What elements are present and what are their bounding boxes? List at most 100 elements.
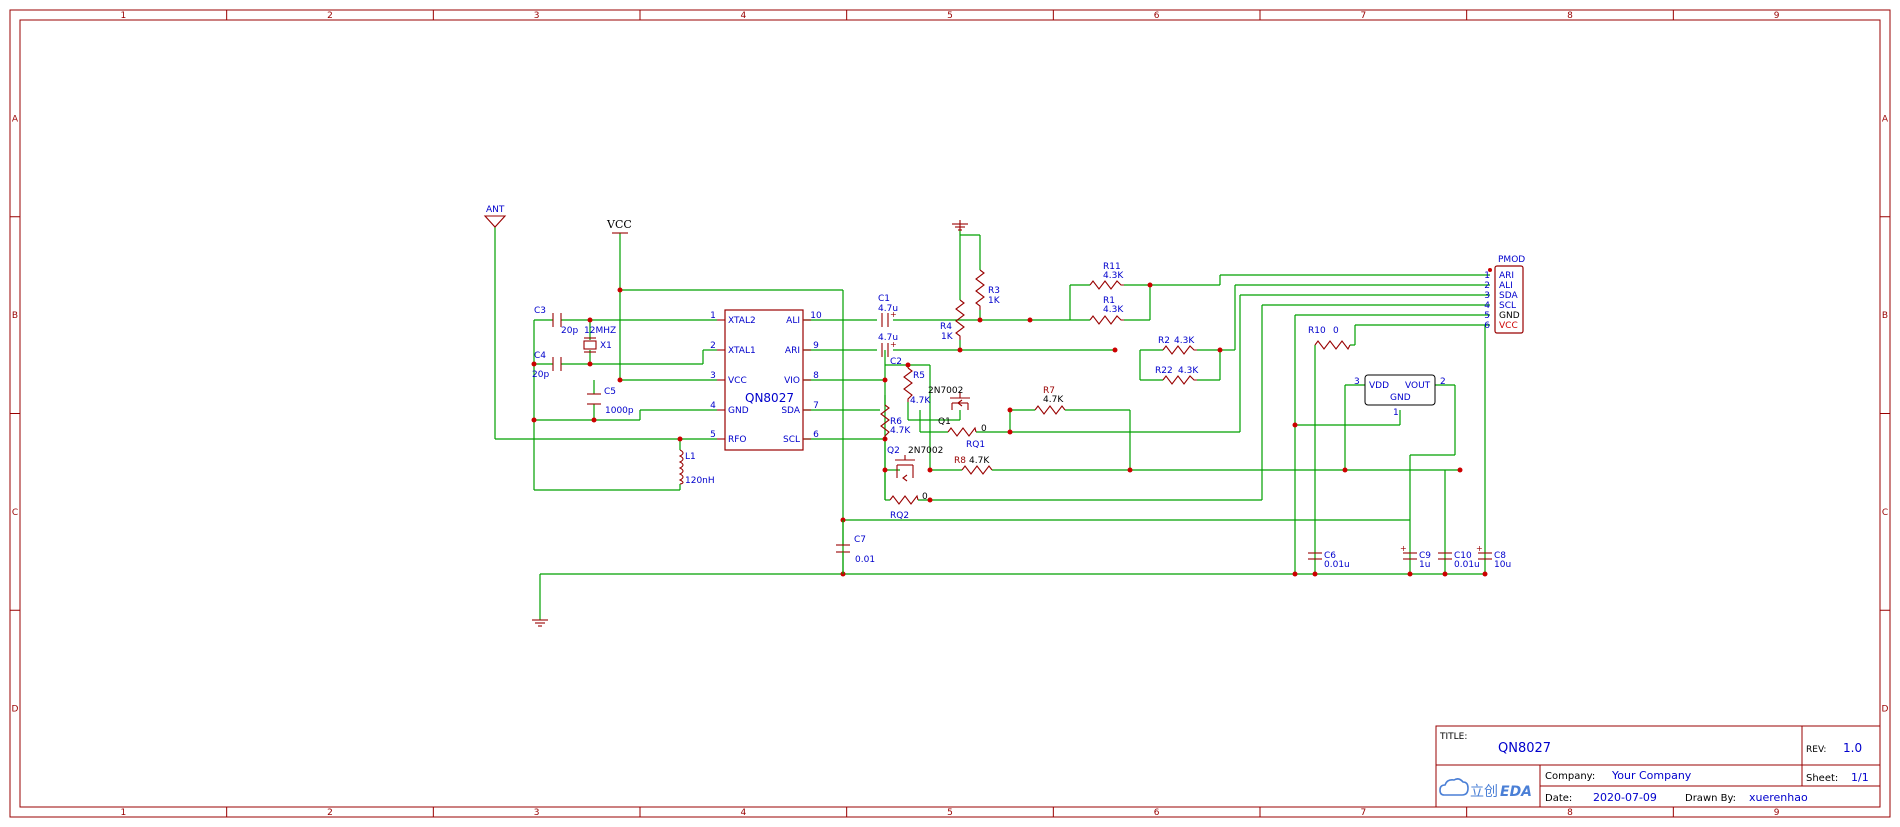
ant-net-label: ANT: [486, 205, 505, 215]
row-label: C: [12, 508, 18, 518]
svg-text:10u: 10u: [1494, 560, 1511, 570]
svg-text:4.7K: 4.7K: [890, 426, 911, 436]
resistor-r5: R5 4.7K: [903, 367, 931, 406]
svg-text:0: 0: [1333, 326, 1339, 336]
svg-text:Q1: Q1: [938, 417, 951, 427]
capacitor-c4: C4 20p: [532, 351, 562, 380]
svg-text:20p: 20p: [561, 326, 578, 336]
title-block: TITLE: QN8027 REV: 1.0 Company: Your Com…: [1435, 725, 1881, 808]
svg-text:4.7K: 4.7K: [910, 396, 931, 406]
ic-pin-number: 4: [710, 401, 716, 411]
pmod-pin-number: 4: [1484, 301, 1490, 311]
svg-text:1K: 1K: [988, 296, 1001, 306]
col-label: 1: [120, 11, 126, 21]
svg-text:3: 3: [1354, 377, 1360, 387]
svg-text:120nH: 120nH: [685, 476, 715, 486]
capacitor-c7: C7 0.01: [836, 520, 875, 574]
crystal-x1: 12MHZ X1: [583, 326, 616, 353]
svg-text:4.7u: 4.7u: [878, 333, 898, 343]
ic-pin-name: VIO: [784, 376, 800, 386]
svg-text:RQ2: RQ2: [890, 511, 909, 521]
col-label: 4: [740, 11, 746, 21]
resistor-rq2: RQ2 0: [889, 492, 928, 521]
svg-text:Q2: Q2: [887, 446, 900, 456]
resistor-rq1: RQ1 0: [947, 424, 987, 450]
svg-text:4.7K: 4.7K: [1043, 395, 1064, 405]
col-label: 9: [1774, 11, 1780, 21]
ic-pin-number: 7: [813, 401, 819, 411]
svg-text:+: +: [1476, 544, 1483, 553]
col-label: 4: [740, 808, 746, 818]
ic-pin-name: GND: [728, 406, 749, 416]
rev-value: 1.0: [1843, 741, 1862, 755]
ic-pin-number: 10: [810, 311, 822, 321]
ic-pin-number: 5: [710, 430, 716, 440]
rev-label: REV:: [1806, 745, 1826, 755]
svg-text:C1: C1: [878, 294, 890, 304]
svg-text:1: 1: [1393, 408, 1399, 418]
capacitor-c2: + 4.7u C2: [878, 333, 902, 367]
pmod-ref: PMOD: [1498, 255, 1525, 265]
svg-text:C4: C4: [534, 351, 546, 361]
svg-text:0.01u: 0.01u: [1454, 560, 1480, 570]
mosfet-q1: 2N7002 Q1: [928, 386, 970, 427]
col-label: 3: [534, 808, 540, 818]
col-label: 1: [120, 808, 126, 818]
svg-text:20p: 20p: [532, 370, 549, 380]
svg-text:X1: X1: [600, 341, 612, 351]
pmod-pin-name: SCL: [1499, 301, 1516, 311]
col-label: 2: [327, 11, 333, 21]
svg-text:+: +: [1400, 544, 1407, 553]
row-label: A: [12, 114, 19, 124]
svg-text:C8: C8: [1494, 551, 1506, 561]
svg-text:2: 2: [1440, 377, 1446, 387]
pmod-pin-number: 2: [1484, 281, 1490, 291]
capacitor-c10: C10 0.01u: [1438, 551, 1480, 570]
inductor-l1: L1 120nH: [678, 449, 715, 486]
ground-symbol-top: [952, 220, 968, 231]
svg-text:C10: C10: [1454, 551, 1472, 561]
svg-text:L1: L1: [685, 452, 696, 462]
row-label: A: [1882, 114, 1889, 124]
mosfet-q2: Q2 2N7002: [887, 446, 943, 482]
svg-text:R2: R2: [1158, 336, 1170, 346]
pmod-pin-number: 5: [1484, 311, 1490, 321]
svg-text:1u: 1u: [1419, 560, 1430, 570]
ic-pin-name: ARI: [785, 346, 800, 356]
resistor-r4: R4 1K: [940, 299, 965, 342]
svg-text:4.7u: 4.7u: [878, 304, 898, 314]
logo-en: EDA: [1500, 784, 1532, 800]
svg-text:0: 0: [922, 492, 928, 502]
svg-text:+: +: [890, 340, 897, 349]
resistor-r3: R3 1K: [975, 269, 1001, 310]
svg-text:2N7002: 2N7002: [908, 446, 943, 456]
date-value: 2020-07-09: [1593, 791, 1657, 804]
row-label: B: [1882, 311, 1888, 321]
resistor-r7: R7 4.7K: [1034, 386, 1066, 415]
ic-pin-number: 9: [813, 341, 819, 351]
company-label: Company:: [1545, 771, 1595, 782]
svg-text:1000p: 1000p: [605, 406, 634, 416]
svg-text:C7: C7: [854, 535, 866, 545]
ic-pin-name: RFO: [728, 435, 747, 445]
ic-pin-name: SCL: [783, 435, 800, 445]
resistor-r6: R6 4.7K: [880, 404, 911, 440]
svg-text:1K: 1K: [941, 332, 954, 342]
capacitor-c8: + C8 10u: [1476, 544, 1511, 570]
ic-pin-number: 3: [710, 371, 716, 381]
ic-pin-number: 6: [813, 430, 819, 440]
svg-text:0: 0: [981, 424, 987, 434]
svg-text:R8: R8: [954, 456, 966, 466]
pmod-pin-number: 1: [1484, 271, 1490, 281]
svg-text:C9: C9: [1419, 551, 1431, 561]
resistor-r10: R10 0: [1308, 326, 1351, 351]
resistor-r11: R11 4.3K: [1089, 262, 1124, 290]
col-label: 8: [1567, 808, 1573, 818]
col-label: 7: [1360, 11, 1366, 21]
drawn-by-value: xuerenhao: [1749, 791, 1808, 804]
antenna-symbol: ANT: [483, 205, 507, 228]
svg-text:+: +: [890, 310, 897, 319]
